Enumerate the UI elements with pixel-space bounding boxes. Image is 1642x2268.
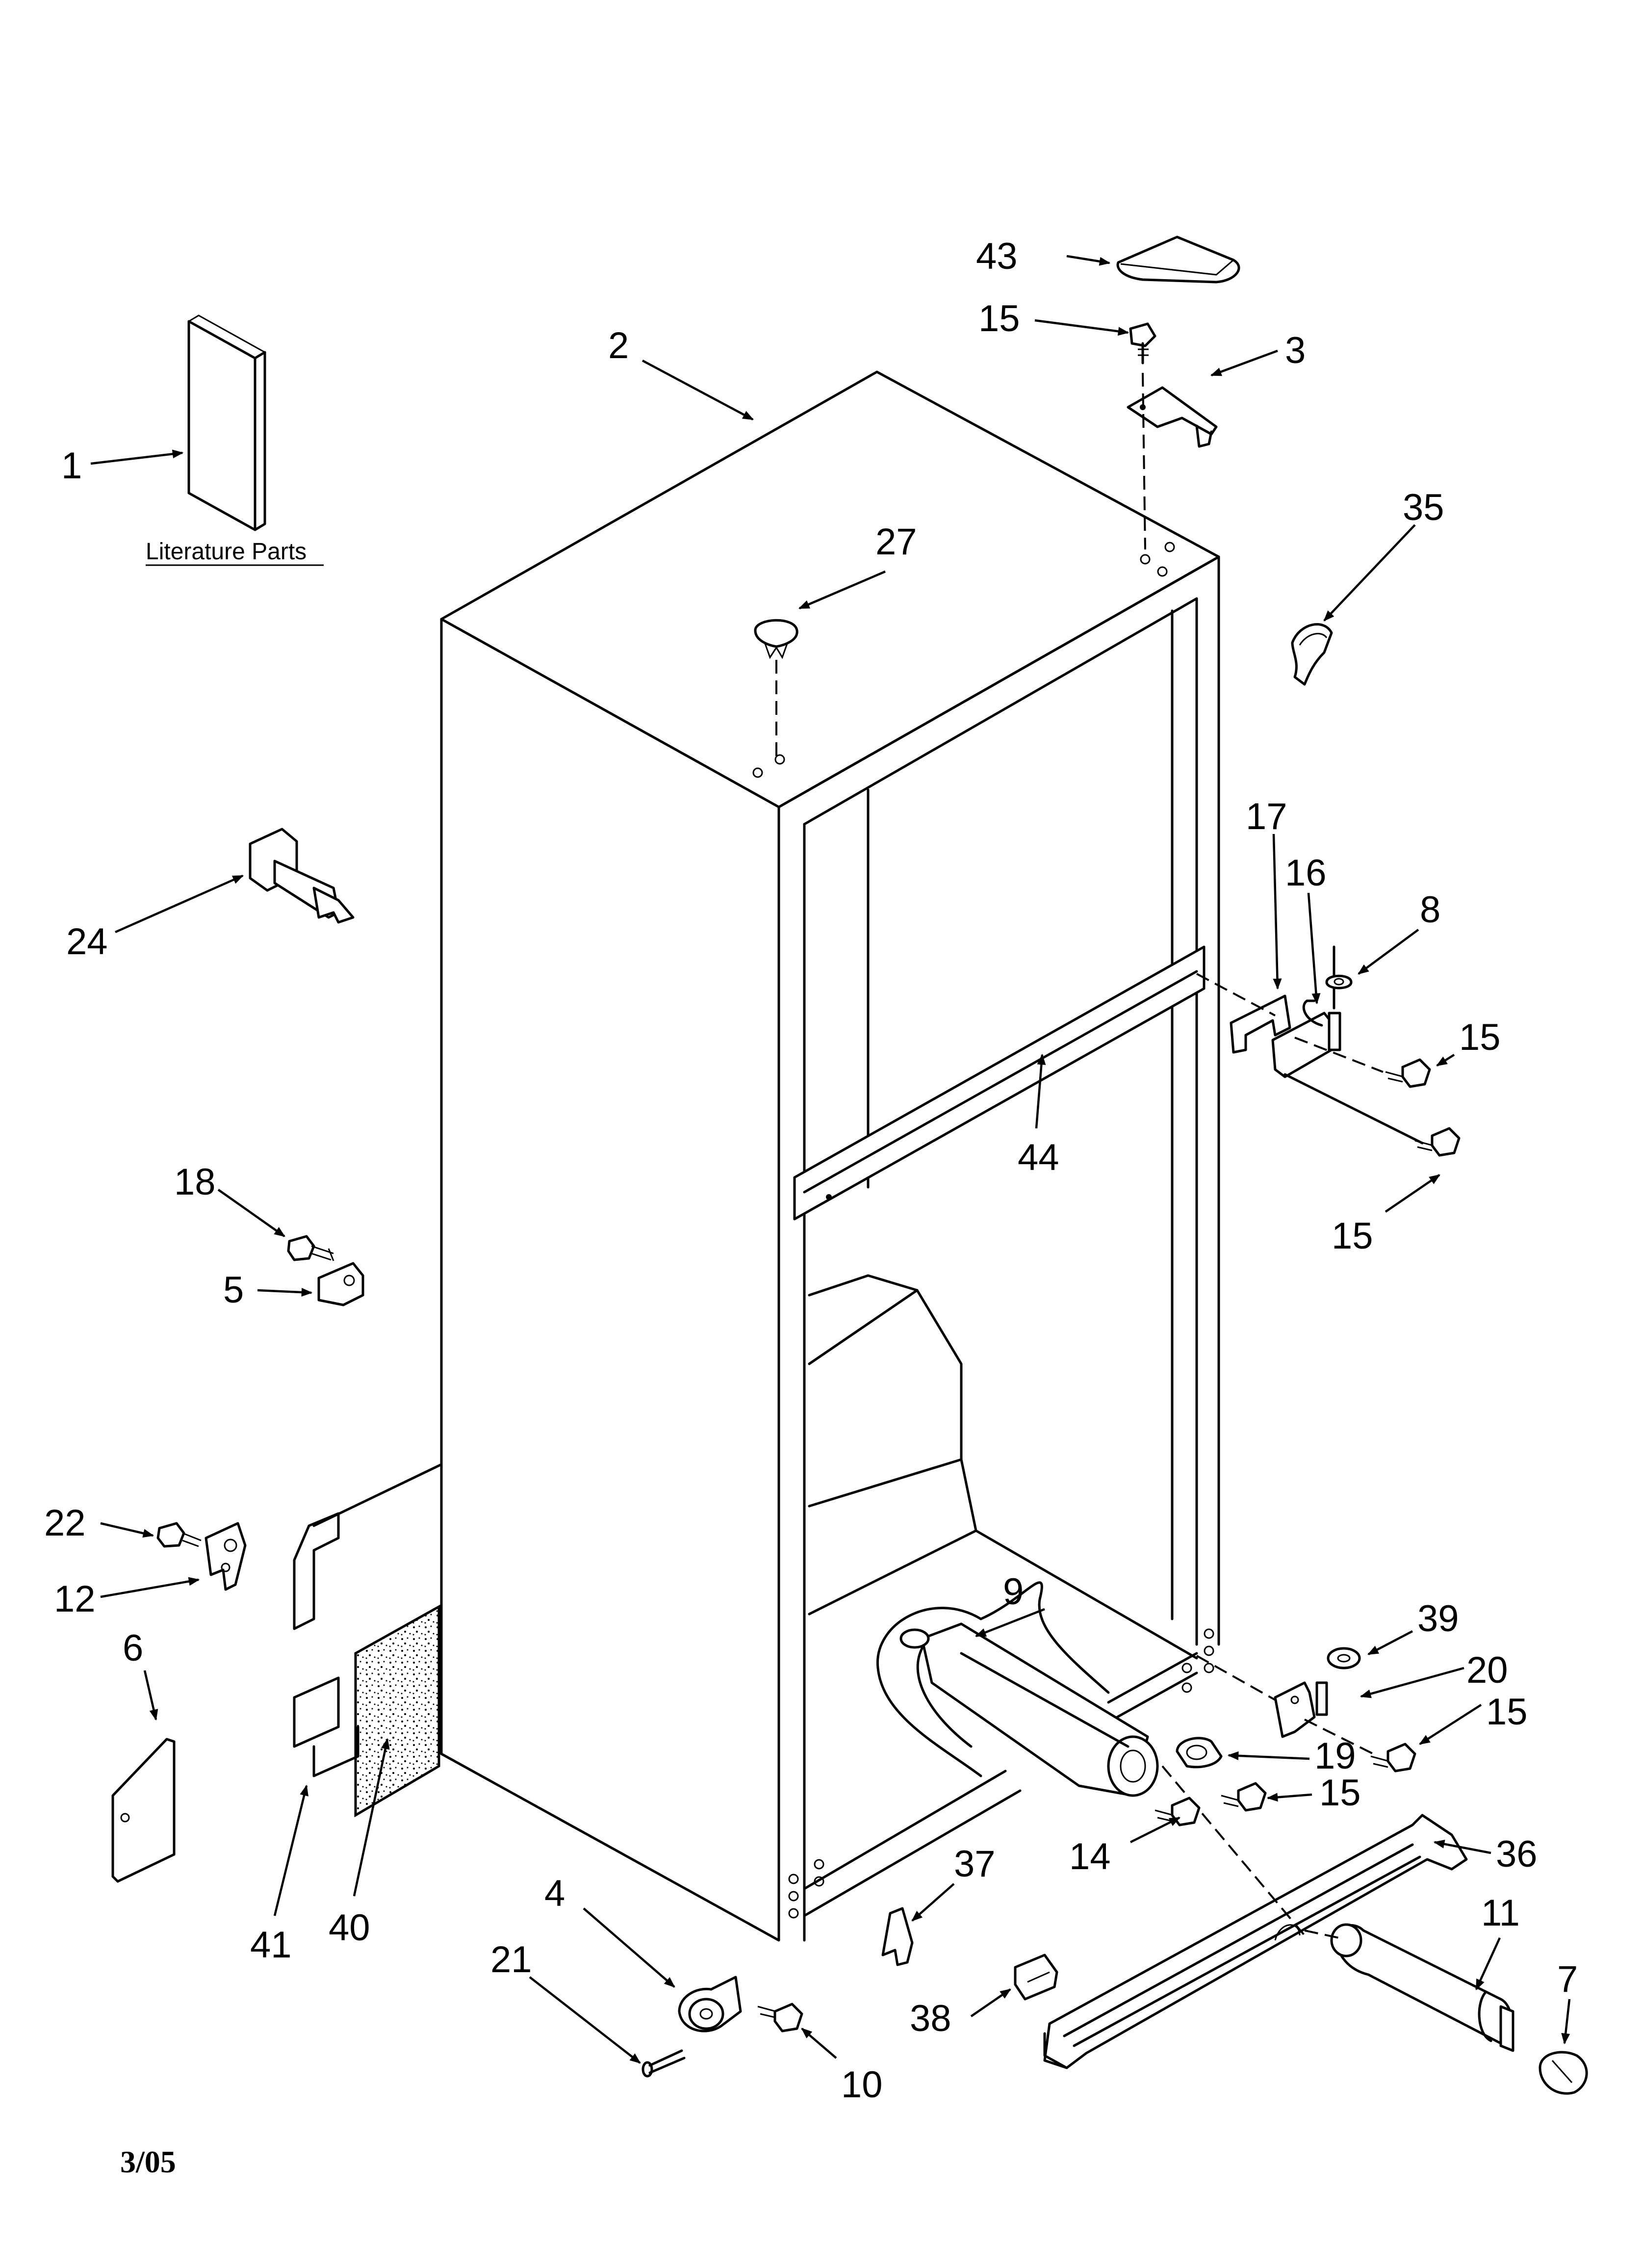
callout-7: 7 [1557, 1958, 1578, 2000]
screw-15-lower-right [1370, 1743, 1416, 1773]
callout-40: 43 [976, 235, 1018, 277]
callout-labels: 43 15 2 3 1 35 27 24 17 16 8 15 44 15 18… [44, 235, 1578, 2106]
clip-37 [881, 1907, 914, 1966]
lower-hinge-axis-b [1304, 1719, 1379, 1757]
callout-24: 24 [66, 921, 108, 963]
screw-15-lower-mid [1221, 1782, 1267, 1812]
grille-axis-line [1161, 1765, 1306, 1936]
callout-44: 41 [250, 1924, 292, 1966]
screw-18 [287, 1235, 334, 1261]
callout-10: 10 [841, 2064, 883, 2106]
screw-15-mid-lower [1414, 1127, 1461, 1157]
callout-21: 21 [490, 1939, 532, 1981]
roller-4 [678, 1976, 742, 2033]
filter-cap-7 [1539, 2051, 1588, 2095]
lower-hinge-axis-a [1196, 1655, 1276, 1701]
center-hinge [1230, 945, 1353, 1078]
water-valve [899, 1622, 1159, 1797]
callout-43: 40 [329, 1907, 370, 1949]
callout-3: 3 [1285, 330, 1306, 371]
callout-15-mid-lower: 15 [1332, 1215, 1373, 1257]
cabinet [440, 370, 1220, 1942]
clamp-19 [1176, 1737, 1223, 1769]
callout-22: 22 [44, 1502, 86, 1544]
screw-15-mid-upper [1385, 1058, 1431, 1088]
water-tube [876, 1581, 1110, 1777]
screw-22 [156, 1522, 202, 1548]
water-filter [1330, 1923, 1514, 2052]
callout-4: 4 [544, 1873, 565, 1914]
screw-10 [757, 2003, 803, 2033]
callout-15-top: 15 [978, 298, 1020, 339]
callout-41: 44 [1018, 1137, 1059, 1178]
callout-6: 6 [123, 1627, 143, 1669]
callout-2: 2 [608, 325, 629, 366]
base-grille [1043, 1814, 1468, 2069]
shaft-assembly [249, 828, 355, 924]
screw-14 [1155, 1797, 1201, 1826]
callout-18: 18 [174, 1161, 216, 1203]
side-bracket-lower [293, 1512, 359, 1777]
callout-16: 16 [1285, 852, 1327, 894]
literature-parts-label: Literature Parts [146, 539, 307, 565]
screw-axis-line [1142, 372, 1146, 550]
divider-rail [793, 945, 1206, 1221]
cover-plate-6 [111, 1738, 176, 1883]
leader-arrows [90, 255, 1571, 2064]
pin-21 [641, 2049, 686, 2078]
callout-20: 20 [1466, 1649, 1508, 1691]
literature-booklet [187, 314, 266, 531]
clip-39 [1014, 1954, 1058, 2001]
washer-38 [1327, 1647, 1361, 1669]
top-plug [754, 619, 798, 659]
callout-15-mid-upper: 15 [1459, 1017, 1501, 1058]
top-hinge [1127, 386, 1218, 448]
callout-19: 19 [1314, 1735, 1356, 1777]
clip-5 [317, 1262, 364, 1306]
lower-hinge-20 [1274, 1681, 1328, 1738]
callout-8: 8 [1420, 889, 1440, 931]
callout-1: 1 [61, 445, 82, 487]
callout-11: 11 [1481, 1892, 1520, 1934]
callout-17: 17 [1246, 796, 1287, 837]
filter-axis-line [1304, 1929, 1339, 1939]
side-panel-edge [312, 1463, 443, 1527]
callout-27: 27 [875, 521, 917, 563]
callout-35: 35 [1403, 487, 1444, 528]
callout-38: 39 [1417, 1598, 1459, 1640]
center-hinge-axis-b [1294, 1037, 1384, 1073]
callout-36: 36 [1496, 1833, 1538, 1875]
callout-14: 14 [1069, 1836, 1111, 1877]
top-cap-part [1116, 235, 1240, 284]
date-code: 3/05 [120, 2144, 176, 2179]
center-hinge-axis-c [1283, 1073, 1424, 1145]
callout-15-lower-right: 15 [1486, 1691, 1528, 1733]
callout-12: 12 [54, 1578, 96, 1620]
callout-39: 38 [910, 1998, 951, 2039]
callout-5: 5 [223, 1269, 244, 1311]
screw-top [1129, 322, 1156, 365]
insulation-pad [354, 1604, 440, 1818]
center-hinge-axis-a [1196, 973, 1276, 1017]
bracket-12 [205, 1522, 247, 1591]
callout-9: 9 [1003, 1571, 1024, 1613]
callout-37: 37 [954, 1843, 996, 1885]
callout-15-lower-mid: 15 [1319, 1772, 1361, 1814]
hinge-cover [1291, 623, 1333, 686]
